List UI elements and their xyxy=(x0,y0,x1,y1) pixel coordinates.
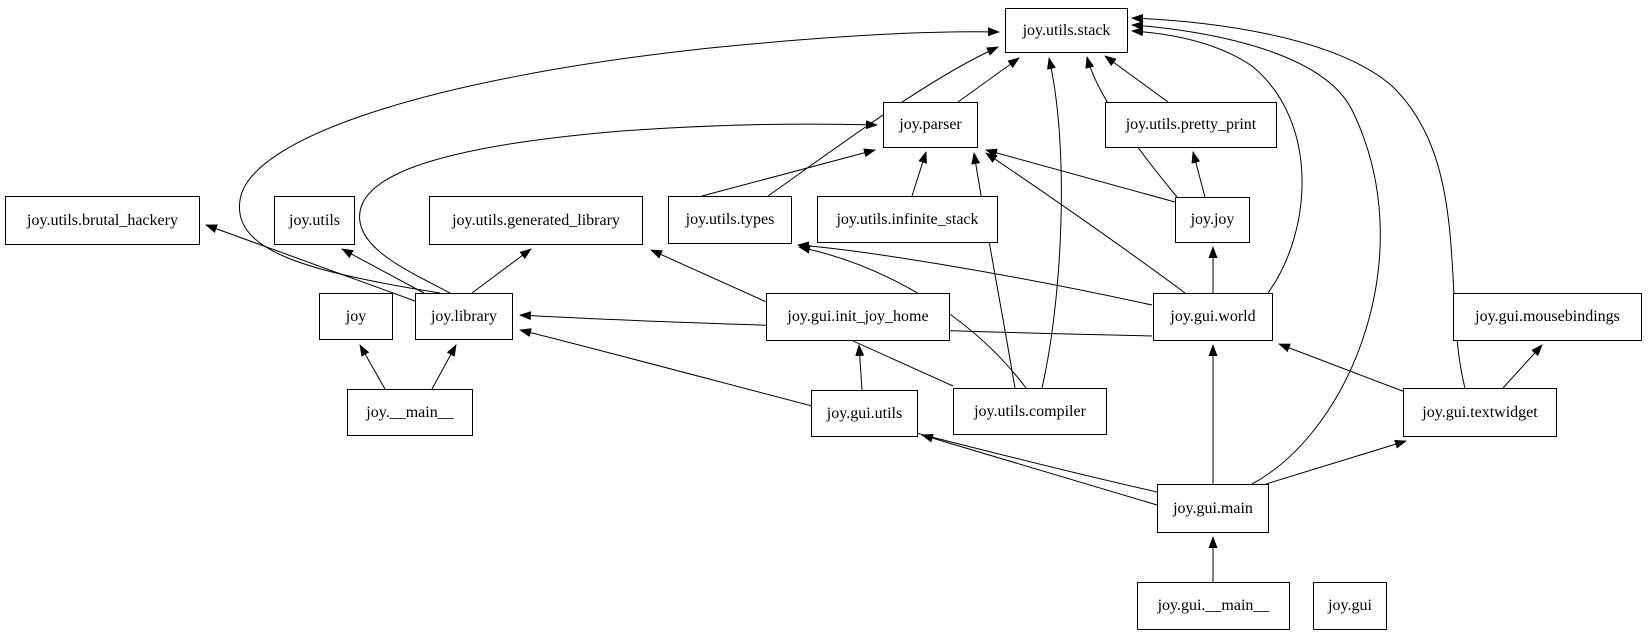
node-label-joy-joy: joy.joy xyxy=(1190,211,1235,228)
edge-joy-gui-utils-to-joy-gui-init_joy_home xyxy=(855,344,865,391)
node-label-joy-parser: joy.parser xyxy=(899,116,962,133)
node-label-joy: joy xyxy=(345,307,367,325)
node-joy-gui-init_joy_home: joy.gui.init_joy_home xyxy=(766,293,950,341)
node-joy-gui-main: joy.gui.main xyxy=(1157,484,1269,533)
edge-joy-joy-to-joy-parser xyxy=(985,148,1176,203)
node-label-joy-gui-utils: joy.gui.utils xyxy=(826,404,903,422)
node-joy-utils-types: joy.utils.types xyxy=(668,196,792,244)
node-joy-parser: joy.parser xyxy=(883,102,978,148)
node-label-joy-utils-stack: joy.utils.stack xyxy=(1022,21,1111,39)
edge-joy-gui-textwidget-to-joy-gui-world xyxy=(1278,343,1406,393)
node-joy-library: joy.library xyxy=(415,293,513,340)
node-label-joy-utils-pretty_print: joy.utils.pretty_print xyxy=(1125,116,1257,133)
node-label-joy-gui-init_joy_home: joy.gui.init_joy_home xyxy=(787,308,929,325)
edge-joy-gui-main-to-joy-library xyxy=(519,328,1158,493)
edge-joy-__main__-to-joy-library xyxy=(431,344,457,390)
node-joy-utils-infinite_stack: joy.utils.infinite_stack xyxy=(817,196,998,243)
node-label-joy-utils-brutal_hackery: joy.utils.brutal_hackery xyxy=(27,211,178,229)
edge-joy-gui-main-to-joy-gui-textwidget xyxy=(1265,439,1407,485)
edge-joy-utils-compiler-to-joy-utils-stack xyxy=(1041,57,1062,389)
edge-joy-gui-world-to-joy-utils-types xyxy=(797,241,1153,306)
edge-joy-gui-main-to-joy-utils-stack xyxy=(1131,21,1381,485)
edge-joy-gui-main-to-joy-gui-utils xyxy=(921,433,1158,506)
node-label-joy-gui-mousebindings: joy.gui.mousebindings xyxy=(1475,308,1620,325)
edge-joy-__main__-to-joy xyxy=(359,344,386,390)
node-joy-__main__: joy.__main__ xyxy=(347,389,473,436)
edge-joy-utils-pretty_print-to-joy-utils-stack xyxy=(1104,55,1169,103)
edge-joy-gui-world-to-joy-parser xyxy=(985,152,1186,294)
node-joy-gui-mousebindings: joy.gui.mousebindings xyxy=(1453,293,1642,341)
node-joy-gui-__main__: joy.gui.__main__ xyxy=(1137,582,1290,630)
node-joy-gui: joy.gui xyxy=(1313,582,1387,630)
node-label-joy-utils: joy.utils xyxy=(289,211,340,229)
edge-joy-utils-compiler-to-joy-parser xyxy=(971,152,1016,389)
edge-joy-utils-types-to-joy-parser xyxy=(701,148,876,197)
edge-joy-library-to-joy-utils-brutal_hackery xyxy=(205,224,416,302)
node-joy-utils-stack: joy.utils.stack xyxy=(1005,8,1128,53)
node-joy-utils-brutal_hackery: joy.utils.brutal_hackery xyxy=(5,196,200,245)
edge-joy-library-to-joy-utils-stack xyxy=(238,27,1000,294)
node-label-joy-library: joy.library xyxy=(430,307,498,325)
node-label-joy-utils-generated_library: joy.utils.generated_library xyxy=(452,211,620,229)
node-joy: joy xyxy=(319,293,393,340)
node-label-joy-utils-infinite_stack: joy.utils.infinite_stack xyxy=(836,210,979,228)
node-joy-gui-world: joy.gui.world xyxy=(1153,293,1273,341)
node-joy-gui-textwidget: joy.gui.textwidget xyxy=(1403,388,1557,437)
edge-joy-gui-textwidget-to-joy-gui-mousebindings xyxy=(1502,344,1543,389)
edge-joy-utils-infinite_stack-to-joy-parser xyxy=(911,151,927,197)
node-label-joy-utils-types: joy.utils.types xyxy=(685,211,775,228)
edge-joy-joy-to-joy-utils-pretty_print xyxy=(1191,151,1206,198)
node-label-joy-gui: joy.gui xyxy=(1328,597,1372,614)
node-label-joy-gui-__main__: joy.gui.__main__ xyxy=(1157,597,1270,614)
node-label-joy-gui-main: joy.gui.main xyxy=(1173,499,1253,517)
edge-joy-library-to-joy-parser xyxy=(359,120,878,294)
node-joy-utils-compiler: joy.utils.compiler xyxy=(953,388,1107,435)
node-joy-utils-pretty_print: joy.utils.pretty_print xyxy=(1105,102,1277,148)
edge-joy-library-to-joy-utils xyxy=(341,248,425,294)
edge-joy-gui-world-to-joy-utils-stack xyxy=(1131,27,1303,294)
node-label-joy-utils-compiler: joy.utils.compiler xyxy=(974,402,1086,420)
edge-joy-library-to-joy-utils-generated_library xyxy=(471,248,532,294)
node-joy-gui-utils: joy.gui.utils xyxy=(811,390,918,437)
edge-joy-parser-to-joy-utils-stack xyxy=(957,57,1020,103)
node-label-joy-__main__: joy.__main__ xyxy=(366,403,454,421)
node-label-joy-gui-textwidget: joy.gui.textwidget xyxy=(1422,403,1538,421)
node-joy-utils: joy.utils xyxy=(274,196,355,245)
node-joy-utils-generated_library: joy.utils.generated_library xyxy=(429,196,643,245)
node-label-joy-gui-world: joy.gui.world xyxy=(1170,308,1256,325)
node-joy-joy: joy.joy xyxy=(1175,197,1250,243)
